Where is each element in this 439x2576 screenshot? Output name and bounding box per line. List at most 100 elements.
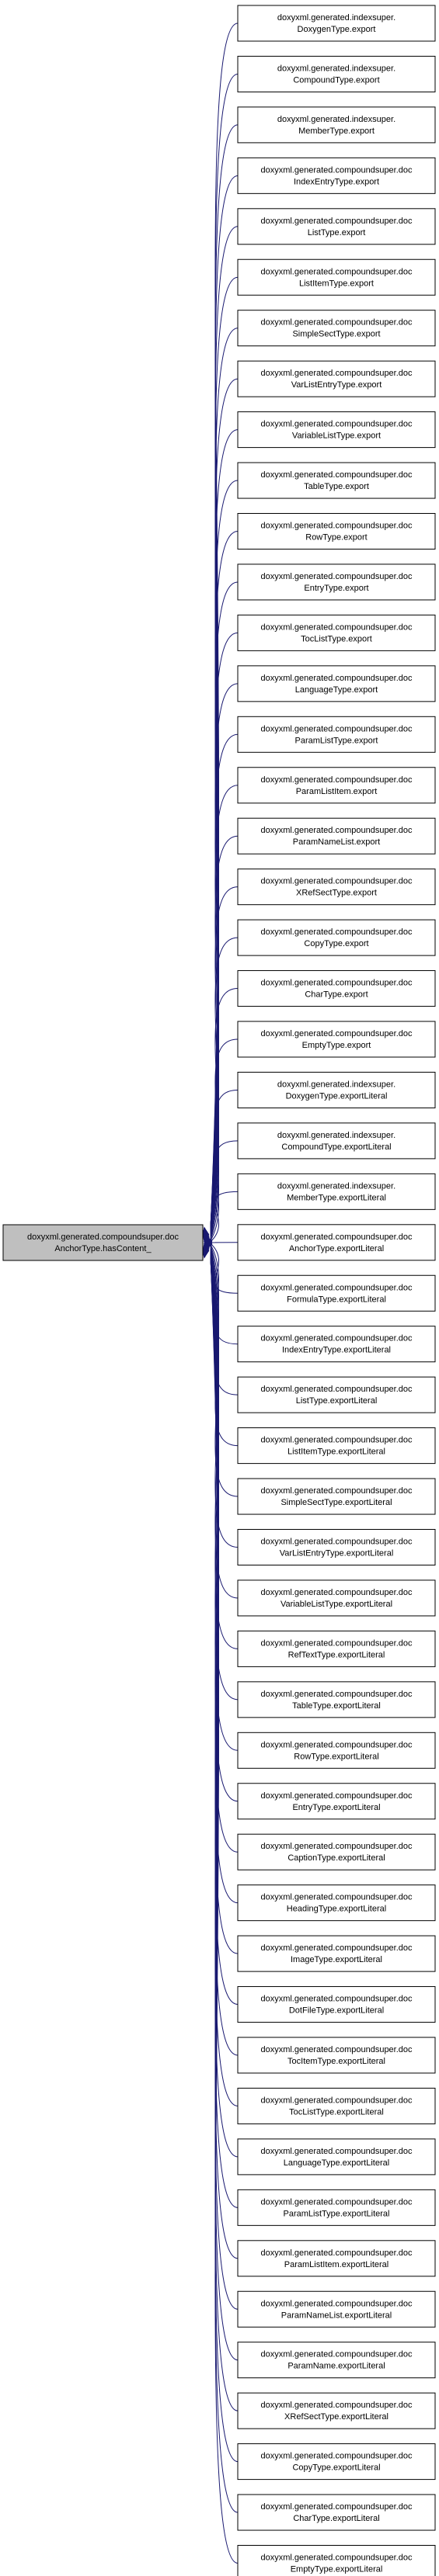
caller-node-box	[237, 1173, 436, 1210]
call-edge	[210, 1257, 239, 2158]
caller-node-doxygentype-exportliteral[interactable]: doxyxml.generated.indexsuper.DoxygenType…	[237, 1071, 436, 1108]
caller-node-imagetype-exportliteral[interactable]: doxyxml.generated.compoundsuper.docImage…	[237, 1935, 436, 1972]
caller-node-chartype-exportliteral[interactable]: doxyxml.generated.compoundsuper.docCharT…	[237, 2494, 436, 2531]
caller-node-label-line2: VarListEntryType.exportLiteral	[280, 1549, 394, 1558]
caller-node-label-line2: CompoundType.exportLiteral	[281, 1142, 391, 1152]
caller-node-captiontype-exportliteral[interactable]: doxyxml.generated.compoundsuper.docCapti…	[237, 1833, 436, 1870]
caller-node-label-line2: VarListEntryType.export	[291, 380, 382, 390]
caller-node-languagetype-exportliteral[interactable]: doxyxml.generated.compoundsuper.docLangu…	[237, 2138, 436, 2176]
caller-node-anchortype-exportliteral[interactable]: doxyxml.generated.compoundsuper.docAncho…	[237, 1224, 436, 1261]
caller-node-label-line1: doxyxml.generated.compoundsuper.doc	[260, 622, 413, 632]
caller-node-compoundtype-exportliteral[interactable]: doxyxml.generated.indexsuper.CompoundTyp…	[237, 1122, 436, 1160]
caller-node-paramlistitem-exportliteral[interactable]: doxyxml.generated.compoundsuper.docParam…	[237, 2240, 436, 2277]
caller-node-compoundtype-export[interactable]: doxyxml.generated.indexsuper.CompoundTyp…	[237, 55, 436, 92]
caller-node-listitemtype-export[interactable]: doxyxml.generated.compoundsuper.docListI…	[237, 258, 436, 296]
caller-node-entrytype-exportliteral[interactable]: doxyxml.generated.compoundsuper.docEntry…	[237, 1783, 436, 1820]
call-edge	[210, 1257, 239, 2564]
caller-node-box	[237, 2545, 436, 2576]
caller-node-label-line2: CaptionType.exportLiteral	[287, 1853, 385, 1863]
caller-node-membertype-export[interactable]: doxyxml.generated.indexsuper.MemberType.…	[237, 106, 436, 144]
caller-node-variablelisttype-export[interactable]: doxyxml.generated.compoundsuper.docVaria…	[237, 411, 436, 449]
caller-node-label-line1: doxyxml.generated.compoundsuper.doc	[260, 1538, 413, 1547]
caller-node-listtype-exportliteral[interactable]: doxyxml.generated.compoundsuper.docListT…	[237, 1376, 436, 1413]
caller-node-label-line2: ListItemType.export	[299, 279, 374, 288]
caller-node-label-line1: doxyxml.generated.compoundsuper.doc	[260, 2401, 413, 2410]
caller-node-label-line1: doxyxml.generated.compoundsuper.doc	[260, 1233, 413, 1242]
caller-node-xrefsecttype-exportliteral[interactable]: doxyxml.generated.compoundsuper.docXRefS…	[237, 2392, 436, 2429]
caller-node-label-line1: doxyxml.generated.compoundsuper.doc	[260, 2248, 413, 2258]
caller-node-membertype-exportliteral[interactable]: doxyxml.generated.indexsuper.MemberType.…	[237, 1173, 436, 1210]
caller-node-rowtype-export[interactable]: doxyxml.generated.compoundsuper.docRowTy…	[237, 513, 436, 550]
caller-node-tocitemtype-exportliteral[interactable]: doxyxml.generated.compoundsuper.docTocIt…	[237, 2037, 436, 2074]
caller-node-box	[237, 2290, 436, 2328]
caller-node-label-line1: doxyxml.generated.compoundsuper.doc	[260, 1486, 413, 1496]
caller-nodes: doxyxml.generated.indexsuper.DoxygenType…	[237, 5, 436, 2576]
caller-node-label-line1: doxyxml.generated.compoundsuper.doc	[260, 877, 413, 886]
call-edges	[201, 23, 239, 2564]
caller-node-formulatype-exportliteral[interactable]: doxyxml.generated.compoundsuper.docFormu…	[237, 1274, 436, 1312]
caller-node-varlistentrytype-exportliteral[interactable]: doxyxml.generated.compoundsuper.docVarLi…	[237, 1529, 436, 1565]
caller-node-rowtype-exportliteral[interactable]: doxyxml.generated.compoundsuper.docRowTy…	[237, 1732, 436, 1769]
caller-node-listitemtype-exportliteral[interactable]: doxyxml.generated.compoundsuper.docListI…	[237, 1427, 436, 1465]
root-node-anchortype-hascontent[interactable]: doxyxml.generated.compoundsuper.doc Anch…	[2, 1224, 204, 1261]
call-edge	[210, 886, 239, 1236]
caller-node-label-line1: doxyxml.generated.compoundsuper.doc	[260, 1995, 413, 2004]
caller-node-label-line2: CompoundType.export	[293, 75, 379, 85]
caller-node-variablelisttype-exportliteral[interactable]: doxyxml.generated.compoundsuper.docVaria…	[237, 1579, 436, 1617]
caller-node-box	[237, 1681, 436, 1718]
caller-node-copytype-export[interactable]: doxyxml.generated.compoundsuper.docCopyT…	[237, 919, 436, 956]
caller-node-varlistentrytype-export[interactable]: doxyxml.generated.compoundsuper.docVarLi…	[237, 360, 436, 397]
caller-node-label-line1: doxyxml.generated.compoundsuper.doc	[260, 927, 413, 937]
caller-node-label-line2: EmptyType.export	[302, 1041, 371, 1050]
caller-node-entrytype-export[interactable]: doxyxml.generated.compoundsuper.docEntry…	[237, 563, 436, 601]
caller-node-paramname-exportliteral[interactable]: doxyxml.generated.compoundsuper.docParam…	[237, 2342, 436, 2379]
caller-node-label-line1: doxyxml.generated.compoundsuper.doc	[260, 165, 413, 175]
caller-node-label-line2: SimpleSectType.exportLiteral	[280, 1498, 392, 1507]
caller-node-label-line1: doxyxml.generated.compoundsuper.doc	[260, 2350, 413, 2359]
caller-node-paramnamelist-exportliteral[interactable]: doxyxml.generated.compoundsuper.docParam…	[237, 2290, 436, 2328]
call-edge	[210, 1243, 239, 1294]
caller-node-indexentrytype-export[interactable]: doxyxml.generated.compoundsuper.docIndex…	[237, 157, 436, 194]
caller-node-languagetype-export[interactable]: doxyxml.generated.compoundsuper.docLangu…	[237, 665, 436, 702]
caller-node-label-line2: ListType.export	[308, 228, 366, 237]
caller-node-box	[237, 157, 436, 194]
caller-node-chartype-export[interactable]: doxyxml.generated.compoundsuper.docCharT…	[237, 970, 436, 1007]
caller-node-paramlisttype-exportliteral[interactable]: doxyxml.generated.compoundsuper.docParam…	[237, 2189, 436, 2226]
caller-node-emptytype-export[interactable]: doxyxml.generated.compoundsuper.docEmpty…	[237, 1021, 436, 1058]
caller-node-label-line1: doxyxml.generated.compoundsuper.doc	[260, 1943, 413, 1953]
caller-node-label-line2: IndexEntryType.exportLiteral	[282, 1346, 391, 1355]
caller-node-label-line2: EmptyType.exportLiteral	[291, 2565, 383, 2574]
caller-node-label-line2: ParamListType.export	[295, 736, 378, 745]
caller-node-label-line2: ParamNameList.export	[293, 837, 381, 847]
call-edge	[210, 378, 239, 1229]
caller-node-indexentrytype-exportliteral[interactable]: doxyxml.generated.compoundsuper.docIndex…	[237, 1326, 436, 1363]
caller-node-emptytype-exportliteral[interactable]: doxyxml.generated.compoundsuper.docEmpty…	[237, 2545, 436, 2576]
caller-node-toclisttype-exportliteral[interactable]: doxyxml.generated.compoundsuper.docTocLi…	[237, 2087, 436, 2124]
caller-node-box	[237, 1630, 436, 1667]
caller-node-listtype-export[interactable]: doxyxml.generated.compoundsuper.docListT…	[237, 208, 436, 245]
caller-node-toclisttype-export[interactable]: doxyxml.generated.compoundsuper.docTocLi…	[237, 614, 436, 651]
caller-node-simplesecttype-exportliteral[interactable]: doxyxml.generated.compoundsuper.docSimpl…	[237, 1478, 436, 1515]
caller-node-paramlistitem-export[interactable]: doxyxml.generated.compoundsuper.docParam…	[237, 767, 436, 804]
caller-node-tabletype-export[interactable]: doxyxml.generated.compoundsuper.docTable…	[237, 462, 436, 499]
caller-node-tabletype-exportliteral[interactable]: doxyxml.generated.compoundsuper.docTable…	[237, 1681, 436, 1718]
caller-node-dotfiletype-exportliteral[interactable]: doxyxml.generated.compoundsuper.docDotFi…	[237, 1986, 436, 2023]
caller-node-box	[237, 310, 436, 347]
caller-node-label-line1: doxyxml.generated.compoundsuper.doc	[260, 2452, 413, 2461]
caller-node-xrefsecttype-export[interactable]: doxyxml.generated.compoundsuper.docXRefS…	[237, 868, 436, 906]
caller-node-label-line2: ParamListType.exportLiteral	[284, 2209, 390, 2218]
caller-node-paramlisttype-export[interactable]: doxyxml.generated.compoundsuper.docParam…	[237, 716, 436, 753]
caller-node-label-line2: TocListType.export	[301, 634, 372, 643]
caller-node-box	[237, 1783, 436, 1820]
caller-node-reftexttype-exportliteral[interactable]: doxyxml.generated.compoundsuper.docRefTe…	[237, 1630, 436, 1667]
caller-node-simplesecttype-export[interactable]: doxyxml.generated.compoundsuper.docSimpl…	[237, 310, 436, 347]
caller-node-doxygentype-export[interactable]: doxyxml.generated.indexsuper.DoxygenType…	[237, 5, 436, 42]
caller-node-label-line1: doxyxml.generated.compoundsuper.doc	[260, 318, 413, 328]
caller-node-copytype-exportliteral[interactable]: doxyxml.generated.compoundsuper.docCopyT…	[237, 2443, 436, 2481]
caller-node-paramnamelist-export[interactable]: doxyxml.generated.compoundsuper.docParam…	[237, 817, 436, 855]
caller-node-box	[237, 2240, 436, 2277]
caller-node-box	[237, 1071, 436, 1108]
caller-node-label-line1: doxyxml.generated.compoundsuper.doc	[260, 2045, 413, 2054]
caller-node-headingtype-exportliteral[interactable]: doxyxml.generated.compoundsuper.docHeadi…	[237, 1884, 436, 1922]
caller-node-label-line1: doxyxml.generated.compoundsuper.doc	[260, 1690, 413, 1699]
